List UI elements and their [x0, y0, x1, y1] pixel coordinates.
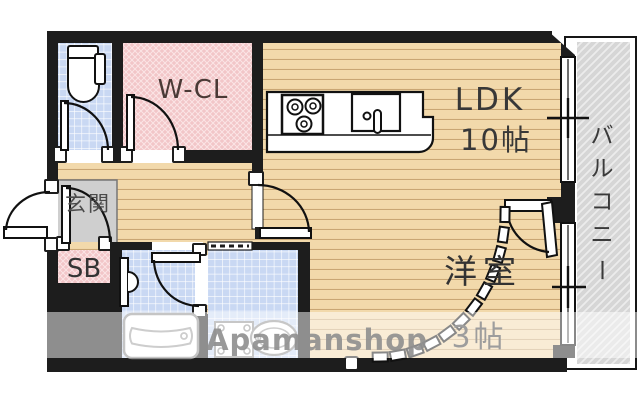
genkan-step-edge	[58, 179, 118, 242]
toilet-door-arc	[63, 101, 110, 151]
wcl-door-leaf	[126, 94, 135, 151]
genkan-label: 玄関	[65, 192, 111, 216]
toilet-doorway	[62, 150, 108, 163]
sb-door-leaf	[61, 185, 71, 244]
ldk-doorway	[251, 183, 264, 230]
ldk-door-leaf	[259, 227, 312, 239]
western-room-label: 洋室	[444, 252, 522, 291]
balcony-label: バ ル コ ニ ー	[588, 123, 614, 282]
ldk-door-arc	[257, 183, 311, 233]
toilet-door-leaf	[60, 100, 69, 151]
wcl-door-arc	[130, 95, 180, 151]
bathroom-door-leaf	[151, 252, 201, 263]
bathroom-wall-fitting	[119, 257, 139, 307]
kitchen-counter	[265, 90, 435, 154]
wcl-label: W-CL	[158, 75, 229, 105]
bathroom-top-gap	[152, 242, 203, 250]
washroom-dashed-opening	[207, 241, 253, 251]
balcony-label-char: ニ	[591, 222, 614, 248]
bathroom-door-arc	[152, 259, 200, 308]
sink-icon	[350, 92, 402, 134]
ldk-label: LDK	[455, 82, 525, 118]
western-door-leaf	[540, 200, 559, 259]
bathroom-doorway	[195, 255, 208, 305]
balcony-label-char: ー	[588, 259, 614, 282]
front-door-leaf	[3, 226, 48, 239]
wcl-doorway	[128, 150, 178, 163]
watermark-label: Apamanshop	[206, 323, 428, 357]
ldk-size-label: 10帖	[460, 123, 532, 157]
balcony-label-char: ル	[591, 156, 614, 182]
balcony-label-char: バ	[591, 123, 614, 149]
watermark-band	[0, 312, 640, 358]
sb-cabinet	[58, 250, 110, 283]
toilet-fixture	[67, 45, 106, 103]
stove-icon	[280, 93, 325, 136]
sb-label: SB	[67, 254, 101, 284]
wcl-room-floor	[123, 43, 252, 150]
front-door-arc	[4, 190, 51, 231]
doors	[3, 94, 559, 308]
balcony-label-char: コ	[591, 189, 614, 215]
sb-door-arc	[65, 186, 112, 243]
wall-cross-marks	[547, 98, 589, 308]
